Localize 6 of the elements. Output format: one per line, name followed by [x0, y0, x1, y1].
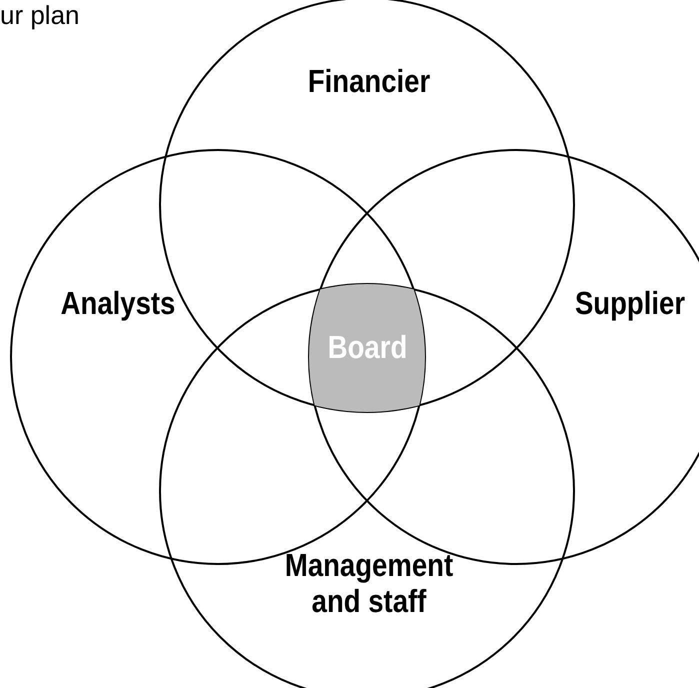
region-label: Board	[326, 329, 408, 365]
circle-label: Financier	[306, 63, 432, 99]
heading-fragment: ur plan	[0, 0, 80, 31]
circle-label: Management and staff	[284, 547, 454, 619]
circle-label: Supplier	[574, 285, 686, 321]
circle-label: Analysts	[60, 285, 176, 321]
